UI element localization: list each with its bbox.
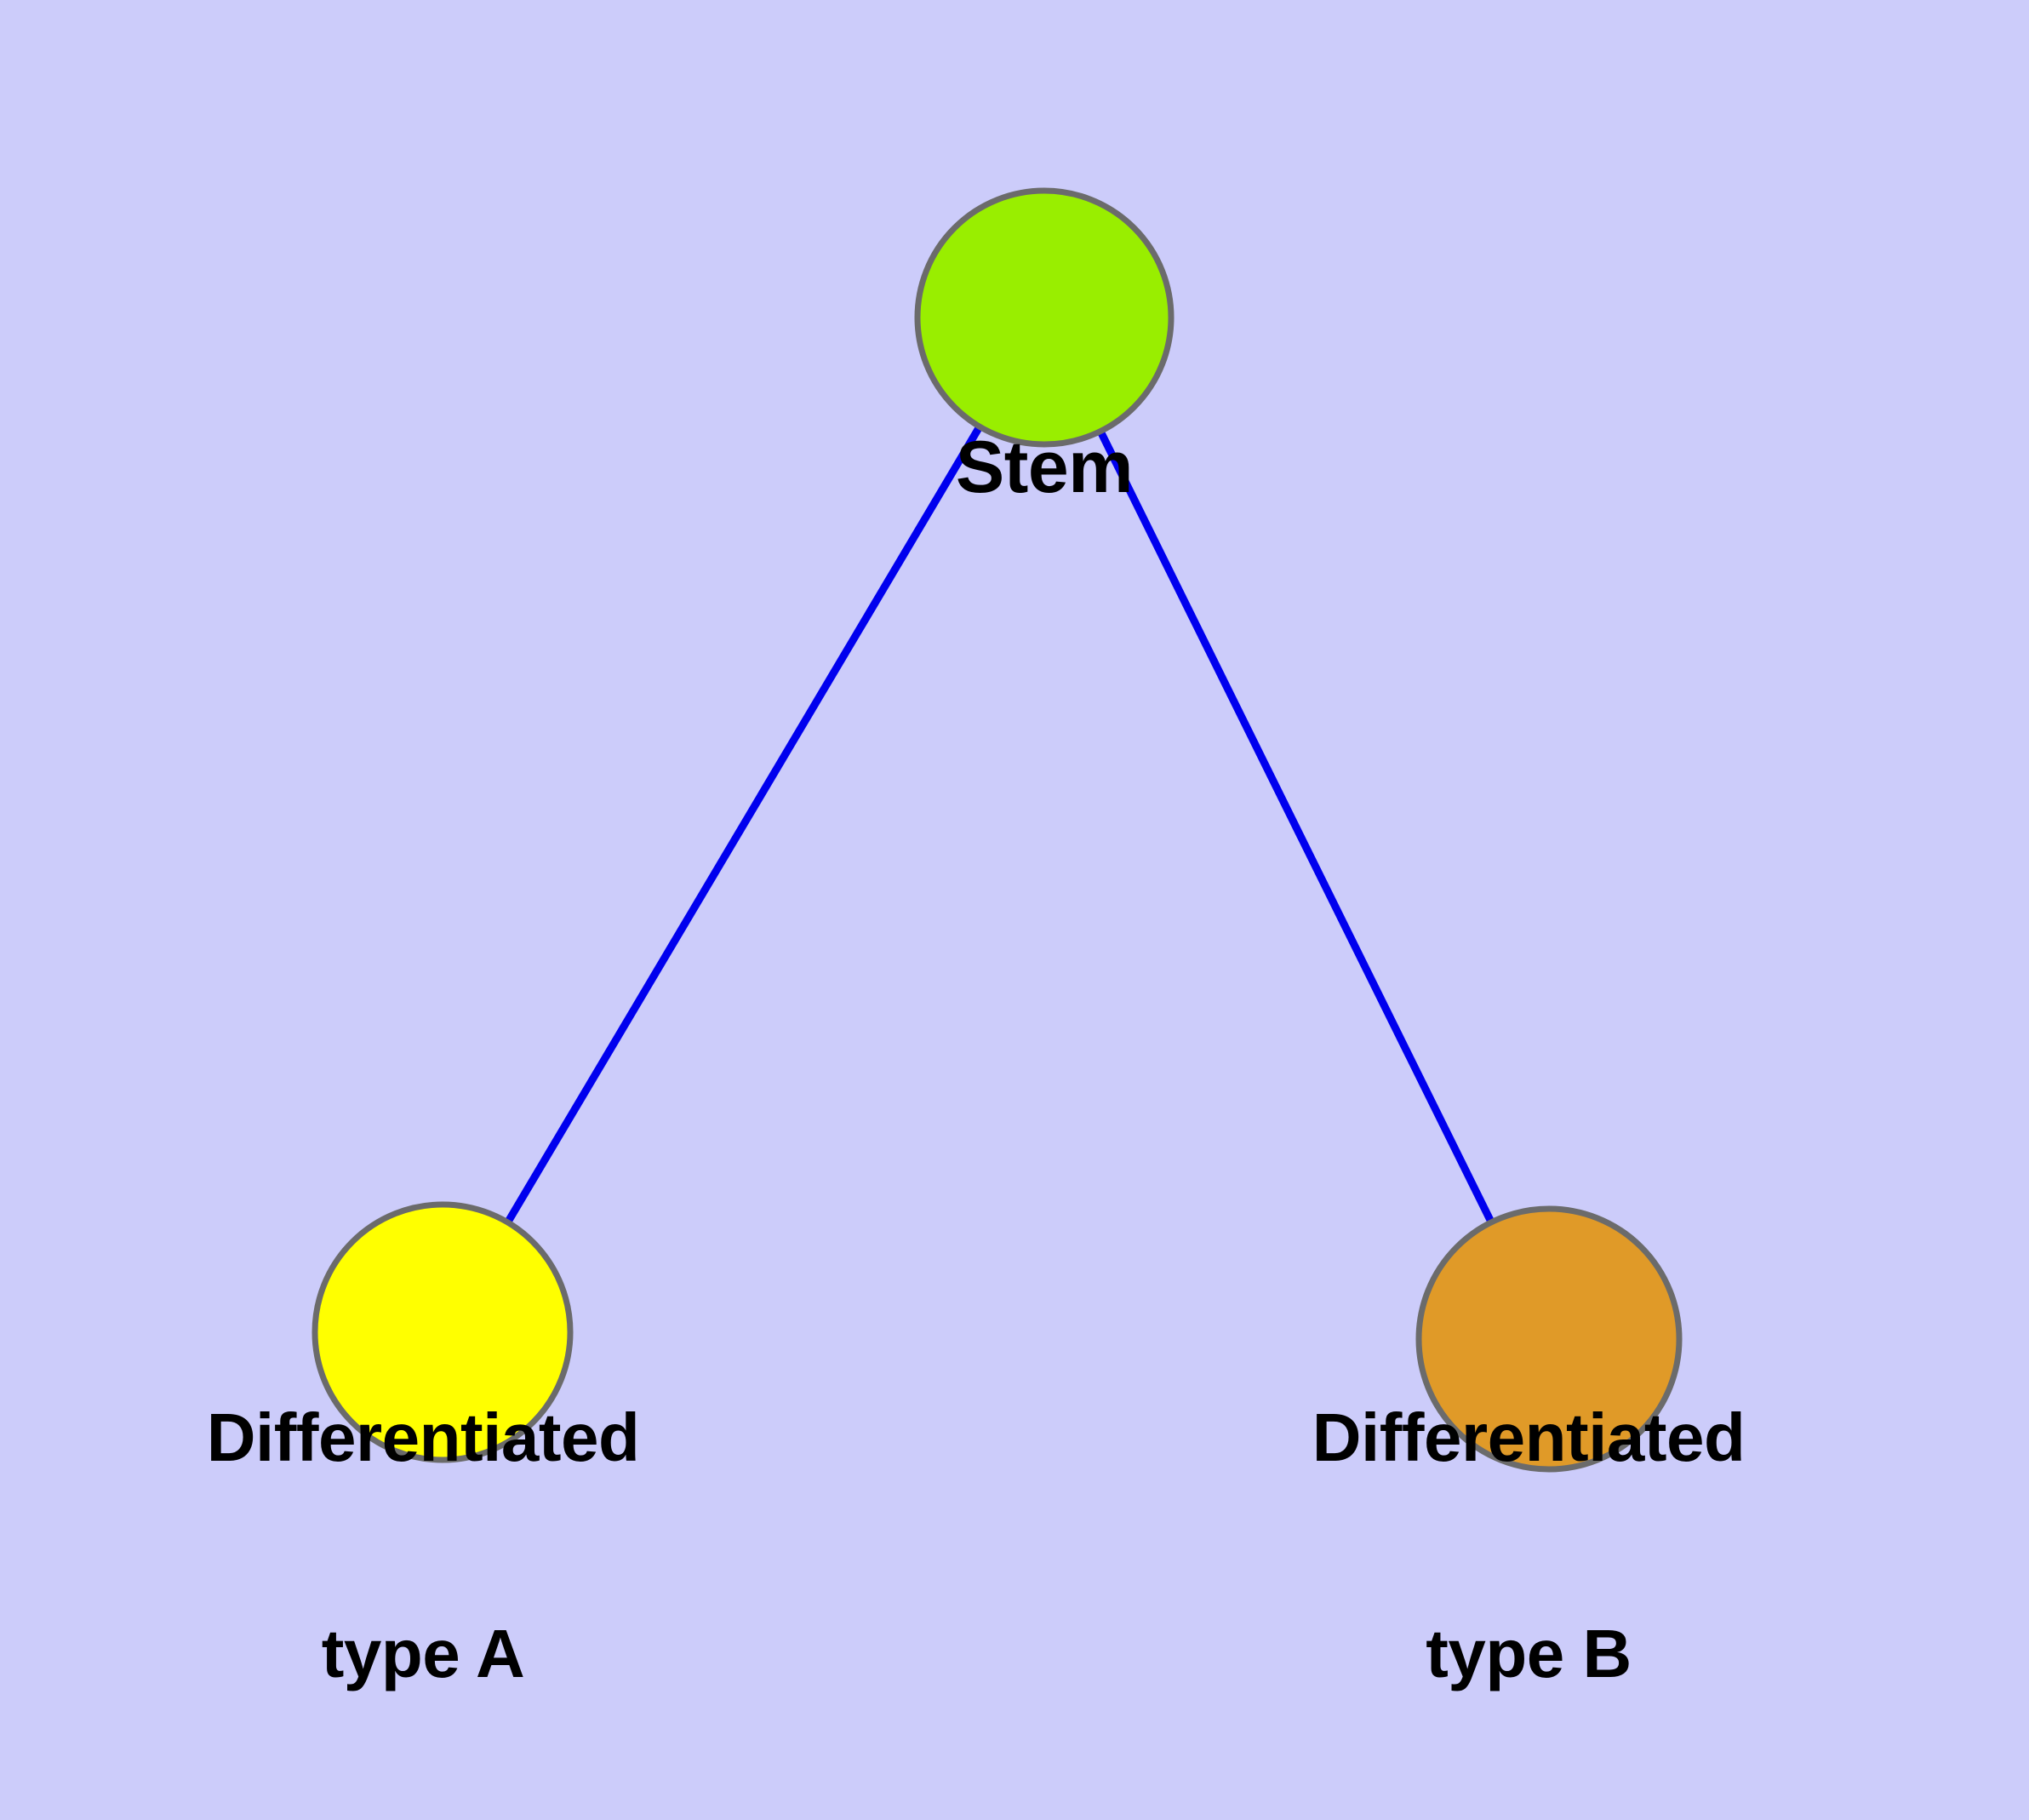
node-layer [311, 187, 1683, 1473]
node-differentiated-type-b[interactable] [1415, 1205, 1683, 1473]
edge-stem-to-differentiated-type-b [1095, 426, 1495, 1223]
edge-stem-to-differentiated-type-a [505, 422, 985, 1223]
edge-layer [505, 422, 1495, 1223]
node-stem[interactable] [914, 187, 1175, 448]
node-differentiated-type-a[interactable] [311, 1201, 574, 1463]
